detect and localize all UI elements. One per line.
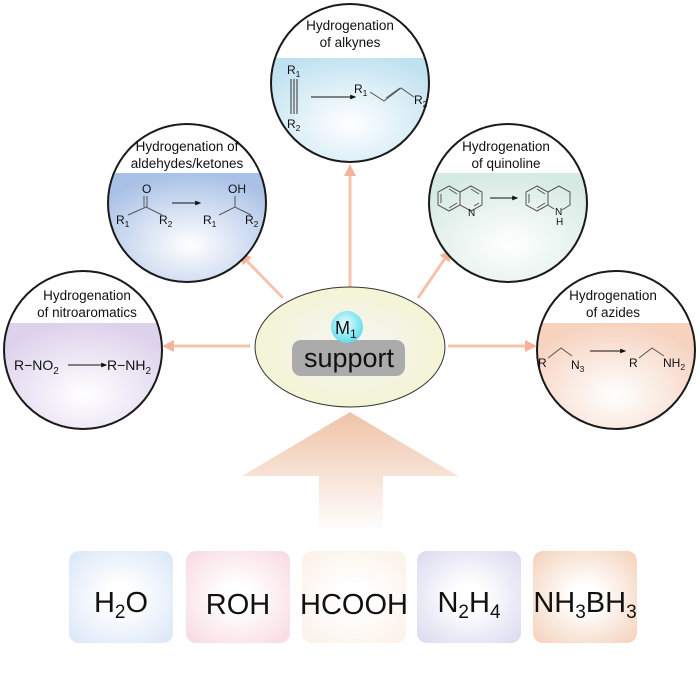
ketone-o: O — [142, 182, 151, 196]
reaction-circle-quinoline: Hydrogenation of quinoline N N H — [428, 123, 588, 283]
quinoline-title-2: of quinoline — [471, 156, 540, 171]
azide-n3: N3 — [571, 358, 585, 374]
aldehydes-title-1: Hydrogenation of — [136, 139, 239, 154]
big-up-arrow — [242, 412, 458, 533]
ketone-r2: R2 — [159, 213, 173, 229]
metal-label: M1 — [335, 318, 357, 341]
alkene-r2: R2 — [414, 93, 428, 109]
reaction-circle-alkynes: Hydrogenation of alkynes R1 R2 R1 R2 — [270, 3, 430, 163]
source-box-alcohol: ROH — [186, 551, 290, 643]
source-label-formic-acid: HCOOH — [300, 588, 408, 621]
support-box — [292, 340, 405, 376]
azides-title-2: of azides — [586, 305, 640, 320]
azide-r: R — [538, 356, 547, 370]
source-box-hydrazine: N2H4 — [417, 551, 521, 643]
source-label-ammonia-borane: NH3BH3 — [533, 586, 637, 623]
amine-nh2: NH2 — [663, 356, 685, 372]
quinoline-title-1: Hydrogenation — [462, 139, 550, 154]
alkynes-title-2: of alkynes — [320, 35, 381, 50]
amine-product: R−NH2 — [107, 357, 152, 377]
quinoline-n: N — [468, 208, 475, 219]
alcohol-oh: OH — [228, 182, 246, 196]
reaction-arrows — [162, 164, 537, 352]
source-label-water: H2O — [93, 586, 149, 623]
nitro-substrate: R−NO2 — [14, 357, 59, 377]
ketone-r1: R1 — [116, 213, 130, 229]
nitro-title-2: of nitroaromatics — [37, 305, 137, 320]
tetrahydroquinoline-structure — [525, 185, 571, 212]
source-label-hydrazine: N2H4 — [437, 586, 501, 623]
catalyst-center: support M1 — [254, 286, 446, 408]
azides-title-1: Hydrogenation — [569, 288, 657, 303]
quinoline-structure — [437, 185, 483, 212]
arrow-to-quinoline — [416, 249, 452, 299]
source-label-alcohol: ROH — [205, 588, 271, 621]
support-label: support — [304, 343, 395, 373]
reaction-circle-nitroaromatics: Hydrogenation of nitroaromatics R−NO2 R−… — [3, 270, 163, 430]
arrow-to-aldehydes — [238, 252, 285, 300]
aldehydes-title-2: aldehydes/ketones — [131, 156, 244, 171]
thq-h: H — [556, 217, 563, 228]
metal-atom-sphere — [331, 311, 363, 343]
source-box-ammonia-borane: NH3BH3 — [533, 551, 637, 643]
thq-n: N — [555, 207, 562, 218]
nitro-title-1: Hydrogenation — [43, 288, 131, 303]
alkene-r1: R1 — [354, 82, 368, 98]
alkyne-r1: R1 — [287, 63, 301, 79]
alcohol-r1: R1 — [203, 213, 217, 229]
alkyne-r2: R2 — [287, 117, 301, 133]
source-box-formic-acid: HCOOH — [300, 551, 408, 643]
alcohol-r2: R2 — [245, 213, 259, 229]
source-box-water: H2O — [69, 551, 173, 643]
reaction-circle-azides: Hydrogenation of azides R N3 R NH2 — [536, 270, 696, 430]
amine-r: R — [629, 356, 638, 370]
alkynes-title-1: Hydrogenation — [306, 18, 394, 33]
